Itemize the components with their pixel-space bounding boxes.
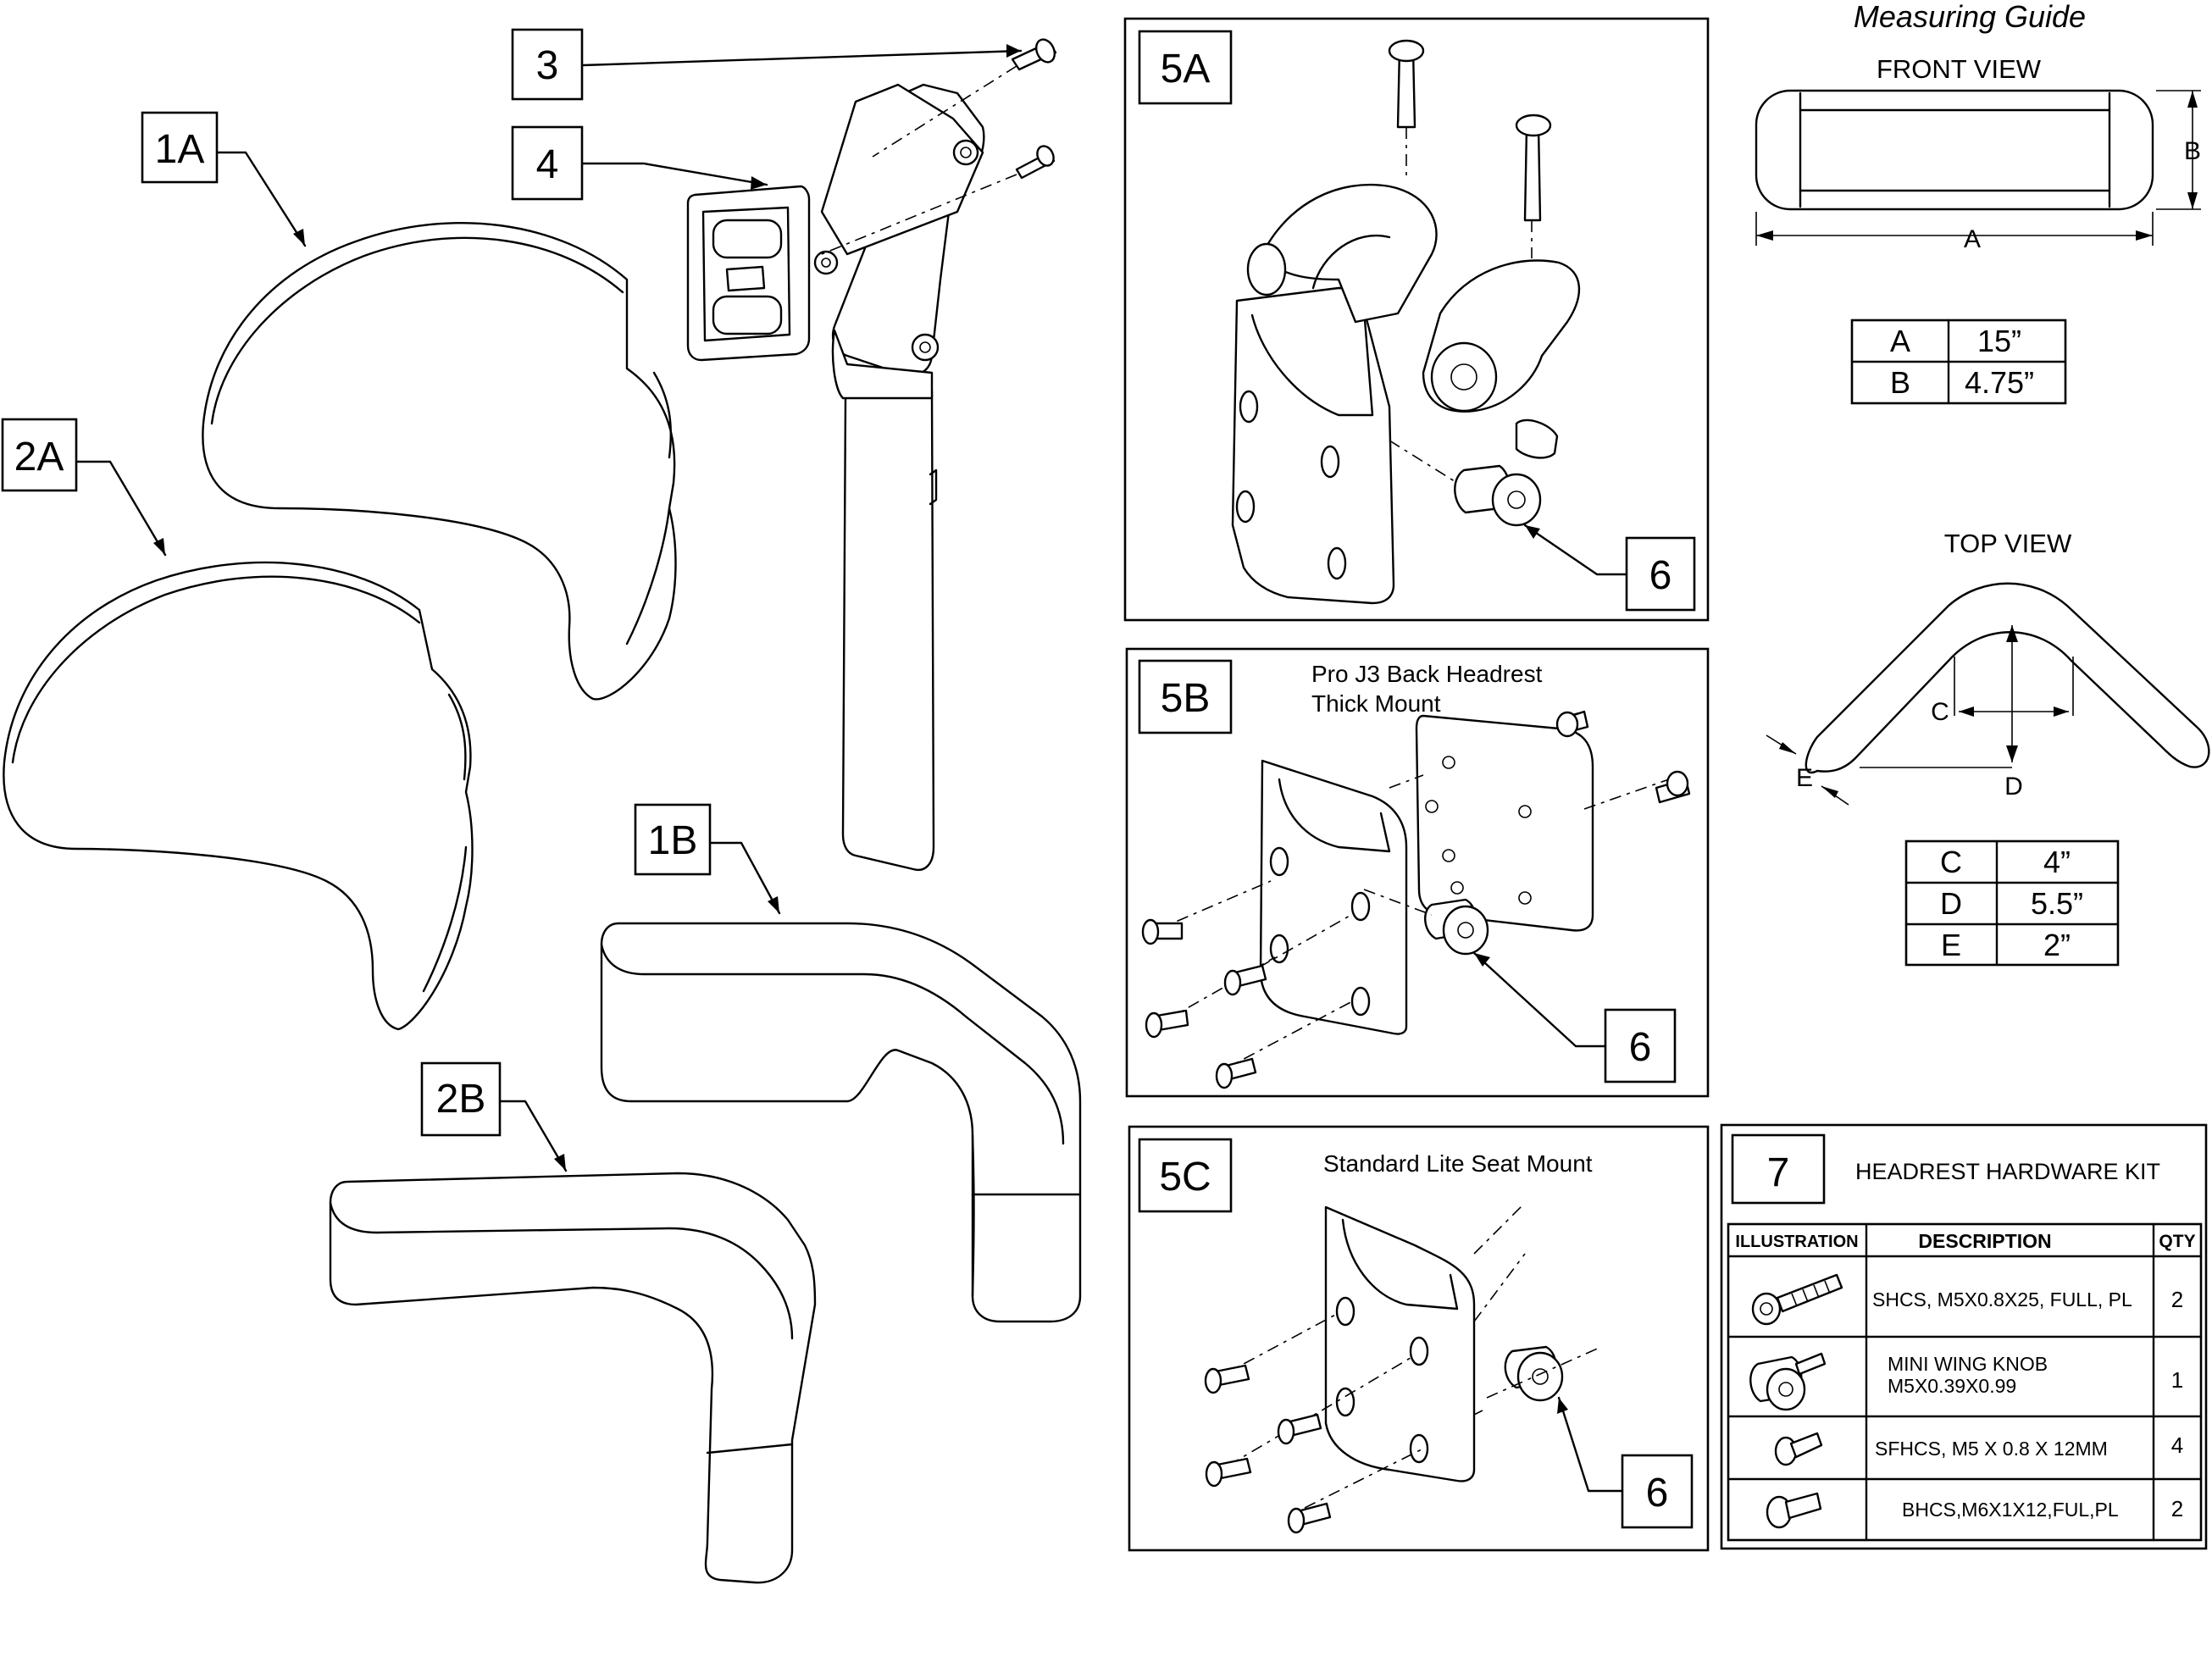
screw-part-4: [821, 145, 1056, 255]
screw-5b-6: [1655, 770, 1691, 804]
kit-row-4-desc: BHCS,M6X1X12,FUL,PL: [1902, 1499, 2119, 1521]
screw-5b-4: [1223, 964, 1267, 996]
screw-part-3: [872, 38, 1057, 158]
kit-row-2-qty: 1: [2171, 1367, 2183, 1393]
svg-text:6: 6: [1646, 1471, 1669, 1516]
callout-1b: 1B: [634, 803, 712, 876]
callout-leaders: [75, 44, 1628, 1493]
screw-5b-1: [1141, 918, 1184, 945]
callout-6-5a: 6: [1625, 536, 1696, 612]
screw-5b-3: [1215, 1057, 1257, 1089]
top-view-label: TOP VIEW: [1944, 529, 2072, 558]
svg-text:2”: 2”: [2043, 928, 2071, 962]
front-view-label: FRONT VIEW: [1877, 54, 2042, 84]
panel-5b-title-1: Pro J3 Back Headrest: [1311, 661, 1543, 687]
dim-e-label: E: [1796, 764, 1813, 792]
headrest-bracket: [686, 83, 985, 872]
callout-5c: 5C: [1138, 1138, 1233, 1213]
callout-1a: 1A: [141, 111, 219, 184]
dim-b-label: B: [2184, 137, 2201, 165]
screw-5b-5: [1555, 710, 1589, 738]
svg-text:3: 3: [536, 43, 559, 88]
screw-5c-4: [1277, 1413, 1322, 1445]
svg-text:E: E: [1941, 928, 1961, 962]
callout-3: 3: [511, 28, 584, 101]
svg-text:4.75”: 4.75”: [1965, 365, 2034, 400]
dim-a-label: A: [1964, 225, 1981, 253]
hardware-kit-panel: 7 HEADREST HARDWARE KIT ILLUSTRATION DES…: [1720, 1123, 2208, 1550]
top-view-table: C 4” D 5.5” E 2”: [1904, 840, 2120, 967]
socket-head-cap-screw-icon: [1751, 1273, 1843, 1326]
headrest-pad-1a: [202, 221, 677, 701]
svg-text:6: 6: [1649, 553, 1672, 598]
svg-text:15”: 15”: [1977, 324, 2021, 358]
svg-text:1B: 1B: [648, 818, 698, 863]
svg-text:4: 4: [536, 142, 559, 187]
screw-5c-3: [1287, 1502, 1332, 1534]
measuring-guide-title: Measuring Guide: [1854, 0, 2086, 34]
kit-row-4-qty: 2: [2171, 1496, 2183, 1521]
svg-text:5.5”: 5.5”: [2031, 886, 2083, 921]
callout-2b: 2B: [420, 1061, 502, 1137]
svg-text:5A: 5A: [1161, 47, 1211, 91]
front-view-drawing: A B: [1755, 89, 2201, 253]
dim-d-label: D: [2004, 773, 2023, 801]
kit-title: HEADREST HARDWARE KIT: [1855, 1159, 2160, 1184]
callout-5b: 5B: [1138, 659, 1233, 734]
svg-text:A: A: [1890, 324, 1910, 358]
contour-pad-2b: [329, 1172, 817, 1584]
button-head-screw-icon: [1766, 1492, 1822, 1529]
kit-header-qty: QTY: [2159, 1232, 2195, 1251]
svg-text:4”: 4”: [2043, 845, 2071, 879]
svg-text:6: 6: [1629, 1025, 1652, 1070]
kit-row-3-qty: 4: [2171, 1432, 2183, 1458]
svg-text:1A: 1A: [155, 127, 205, 172]
flat-head-screw-icon: [1774, 1432, 1823, 1466]
mini-wing-knob-icon: [1749, 1352, 1827, 1411]
callout-6-5c: 6: [1621, 1454, 1694, 1529]
svg-text:B: B: [1890, 365, 1910, 400]
kit-row-1-qty: 2: [2171, 1287, 2183, 1312]
screw-5c-2: [1205, 1457, 1252, 1488]
svg-text:2B: 2B: [436, 1077, 486, 1122]
svg-text:2A: 2A: [14, 435, 64, 479]
front-view-table: A 15” B 4.75”: [1850, 319, 2067, 405]
contour-pad-1b: [600, 922, 1082, 1323]
panel-5c-title: Standard Lite Seat Mount: [1323, 1150, 1593, 1177]
dim-c-label: C: [1931, 698, 1949, 726]
svg-text:5B: 5B: [1161, 676, 1211, 721]
kit-callout-7: 7: [1767, 1150, 1790, 1195]
top-view-drawing: C D E: [1766, 582, 2210, 806]
measuring-guide: Measuring Guide FRONT VIEW A B A: [1755, 0, 2210, 967]
kit-row-3-desc: SFHCS, M5 X 0.8 X 12MM: [1875, 1438, 2108, 1460]
kit-row-2-desc-2: M5X0.39X0.99: [1888, 1375, 2016, 1397]
screw-5b-2: [1145, 1009, 1189, 1039]
callout-4: 4: [511, 125, 584, 201]
panel-5b-title-2: Thick Mount: [1311, 690, 1441, 717]
svg-text:5C: 5C: [1159, 1155, 1211, 1200]
headrest-pad-2a: [3, 561, 474, 1031]
callout-5a: 5A: [1138, 30, 1233, 105]
callout-2a: 2A: [1, 418, 78, 492]
svg-text:D: D: [1940, 886, 1962, 921]
svg-text:C: C: [1940, 845, 1962, 879]
callout-6-5b: 6: [1604, 1008, 1677, 1083]
panel-5a: [1123, 17, 1710, 622]
kit-header-illustration: ILLUSTRATION: [1735, 1233, 1858, 1251]
kit-row-2-desc-1: MINI WING KNOB: [1888, 1353, 2048, 1375]
kit-header-description: DESCRIPTION: [1918, 1230, 2051, 1252]
screw-5c-1: [1204, 1364, 1250, 1394]
kit-row-1-desc: SHCS, M5X0.8X25, FULL, PL: [1872, 1288, 2132, 1311]
